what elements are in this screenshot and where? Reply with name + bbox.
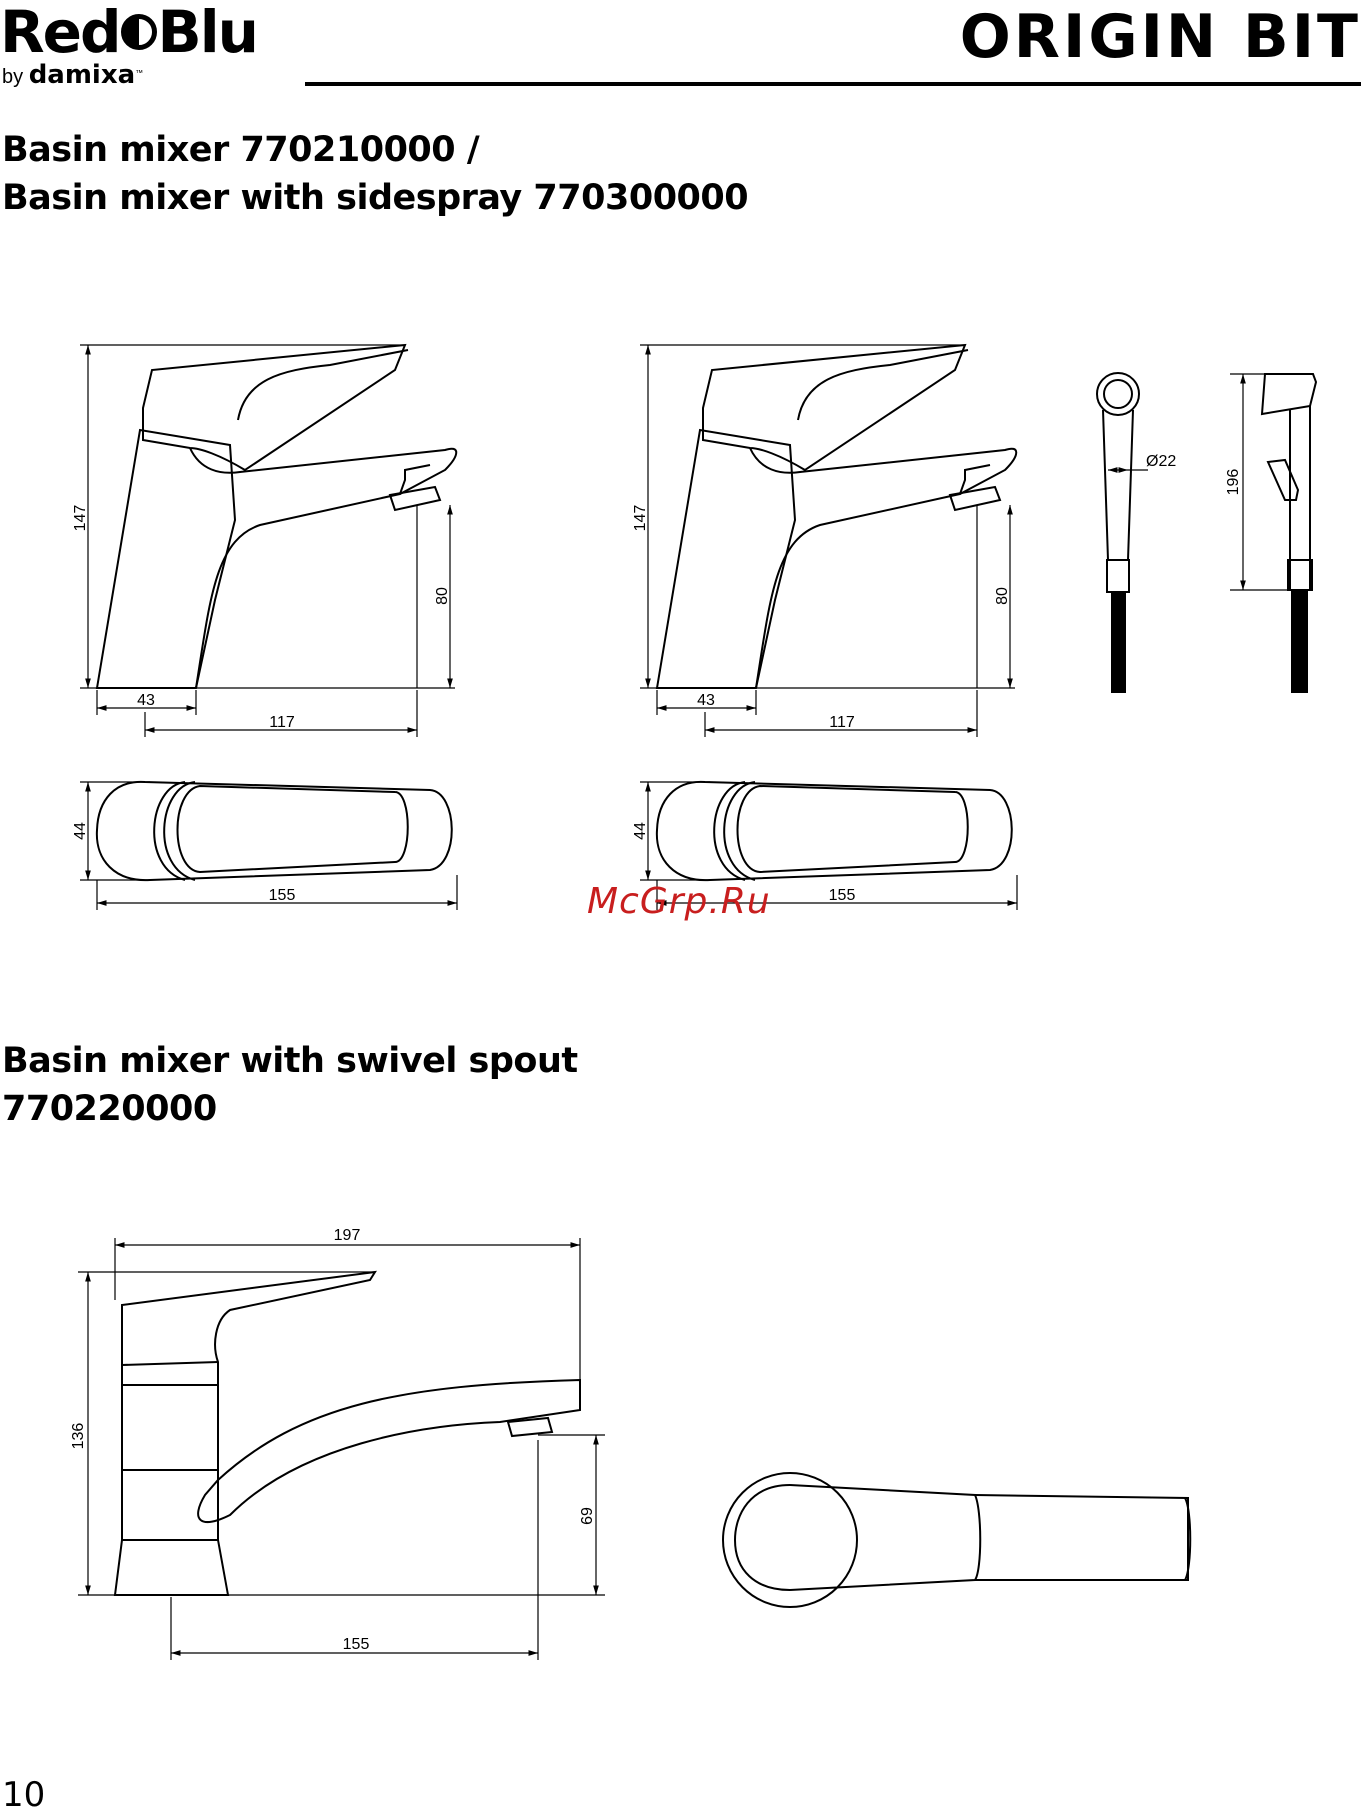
- dim-label-reach: 155: [343, 1636, 370, 1653]
- dim-label-base: 43: [137, 692, 155, 709]
- dim-label-height: 147: [632, 505, 649, 532]
- dim-label-length: 196: [1225, 469, 1242, 496]
- swivel-spout-top-view: [723, 1473, 1190, 1607]
- basin-mixer-sidespray-side-view: [657, 345, 1016, 688]
- dim-label-spout-height: 80: [994, 587, 1011, 605]
- dim-label-reach: 117: [829, 714, 855, 731]
- page-number: 10: [2, 1775, 45, 1815]
- dim-label-top-length: 155: [829, 887, 856, 904]
- dim-label-height: 136: [70, 1423, 87, 1450]
- dim-label-reach: 117: [269, 714, 295, 731]
- basin-mixer-top-view: [97, 782, 452, 880]
- swivel-spout-side-view: [115, 1272, 580, 1595]
- dim-label-height: 147: [72, 505, 89, 532]
- dim-label-top-length: 155: [269, 887, 296, 904]
- watermark: McGrp.Ru: [587, 881, 771, 922]
- basin-mixer-side-view: [97, 345, 456, 688]
- dim-label-diameter: Ø22: [1146, 453, 1176, 470]
- dim-label-overall-length: 197: [334, 1227, 361, 1244]
- sidespray-front-view: [1097, 373, 1139, 692]
- dim-label-top-width: 44: [72, 822, 89, 840]
- dim-label-top-width: 44: [632, 822, 649, 840]
- basin-mixer-sidespray-top-view: [657, 782, 1012, 880]
- sidespray-side-view: [1262, 374, 1316, 692]
- dim-label-base: 43: [697, 692, 715, 709]
- dim-label-spout-height: 80: [434, 587, 451, 605]
- dim-label-spout-height: 69: [579, 1507, 596, 1525]
